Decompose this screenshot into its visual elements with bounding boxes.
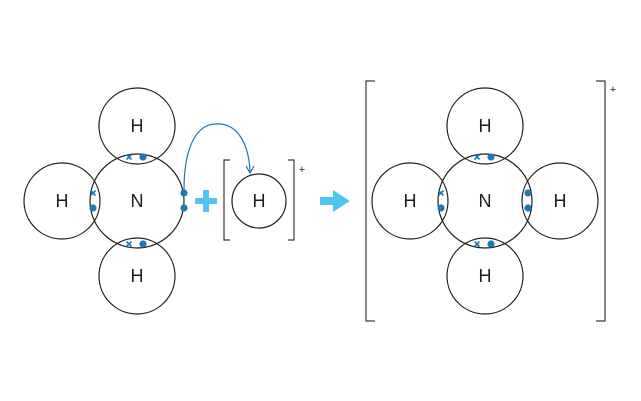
bond-pair-bottom <box>125 240 147 248</box>
bond-pair-top <box>125 153 147 161</box>
right-arrow-icon <box>320 190 350 212</box>
product-left-bracket <box>365 80 375 322</box>
lone-pair-electron-dot <box>180 189 188 197</box>
plus-icon <box>195 190 217 212</box>
hydrogen-top-label: H <box>131 116 144 136</box>
ion-right-bracket <box>288 159 295 241</box>
bond-pair-top <box>473 153 495 161</box>
nitrogen-electron-dot <box>524 204 532 212</box>
nitrogen-ring <box>89 153 185 249</box>
nitrogen-electron-dot <box>139 153 147 161</box>
hydrogen-right-ring <box>521 162 599 240</box>
hydrogen-bottom-label: H <box>479 266 492 286</box>
lone-pair <box>180 189 188 212</box>
product-charge-label: + <box>610 84 616 96</box>
hydrogen-top-ring <box>98 87 176 165</box>
ion-left-bracket <box>223 159 230 241</box>
hydrogen-top-label: H <box>479 116 492 136</box>
hydrogen-ion-label: H <box>253 191 266 211</box>
hydrogen-electron-cross <box>89 189 97 197</box>
hydrogen-ion-ring <box>231 173 287 229</box>
curved-arrow-icon <box>183 123 255 191</box>
bond-pair-left <box>89 189 97 212</box>
ammonium-ion: + H H H H N <box>365 80 616 322</box>
hydrogen-bottom-ring <box>446 237 524 315</box>
hydrogen-left-label: H <box>404 191 417 211</box>
ion-charge-label: + <box>299 164 305 176</box>
hydrogen-ion: H + <box>223 159 305 241</box>
bond-pair-bottom <box>473 240 495 248</box>
hydrogen-left-label: H <box>56 191 69 211</box>
hydrogen-left-ring <box>23 162 101 240</box>
nitrogen-electron-dot <box>524 189 532 197</box>
hydrogen-electron-cross <box>437 189 445 197</box>
lone-pair-electron-dot <box>180 204 188 212</box>
bond-pair-left <box>437 189 445 212</box>
product-right-bracket <box>596 80 606 322</box>
hydrogen-right-label: H <box>554 191 567 211</box>
hydrogen-electron-cross <box>125 153 133 161</box>
hydrogen-bottom-label: H <box>131 266 144 286</box>
nitrogen-electron-dot <box>89 204 97 212</box>
nitrogen-label: N <box>131 191 144 211</box>
nitrogen-electron-dot <box>487 153 495 161</box>
bond-pair-right <box>524 189 532 212</box>
ammonia-molecule: H H H N <box>23 87 188 315</box>
reaction-arrow-head <box>333 190 350 212</box>
hydrogen-electron-cross <box>473 240 481 248</box>
nitrogen-label: N <box>479 191 492 211</box>
hydrogen-bottom-ring <box>98 237 176 315</box>
hydrogen-top-ring <box>446 87 524 165</box>
hydrogen-electron-cross <box>125 240 133 248</box>
plus-vertical-bar <box>203 190 209 212</box>
reaction-arrow-shaft <box>320 197 334 205</box>
nitrogen-ring <box>437 153 533 249</box>
nitrogen-electron-dot <box>437 204 445 212</box>
hydrogen-electron-cross <box>473 153 481 161</box>
nitrogen-electron-dot <box>487 240 495 248</box>
hydrogen-left-ring <box>371 162 449 240</box>
nitrogen-electron-dot <box>139 240 147 248</box>
